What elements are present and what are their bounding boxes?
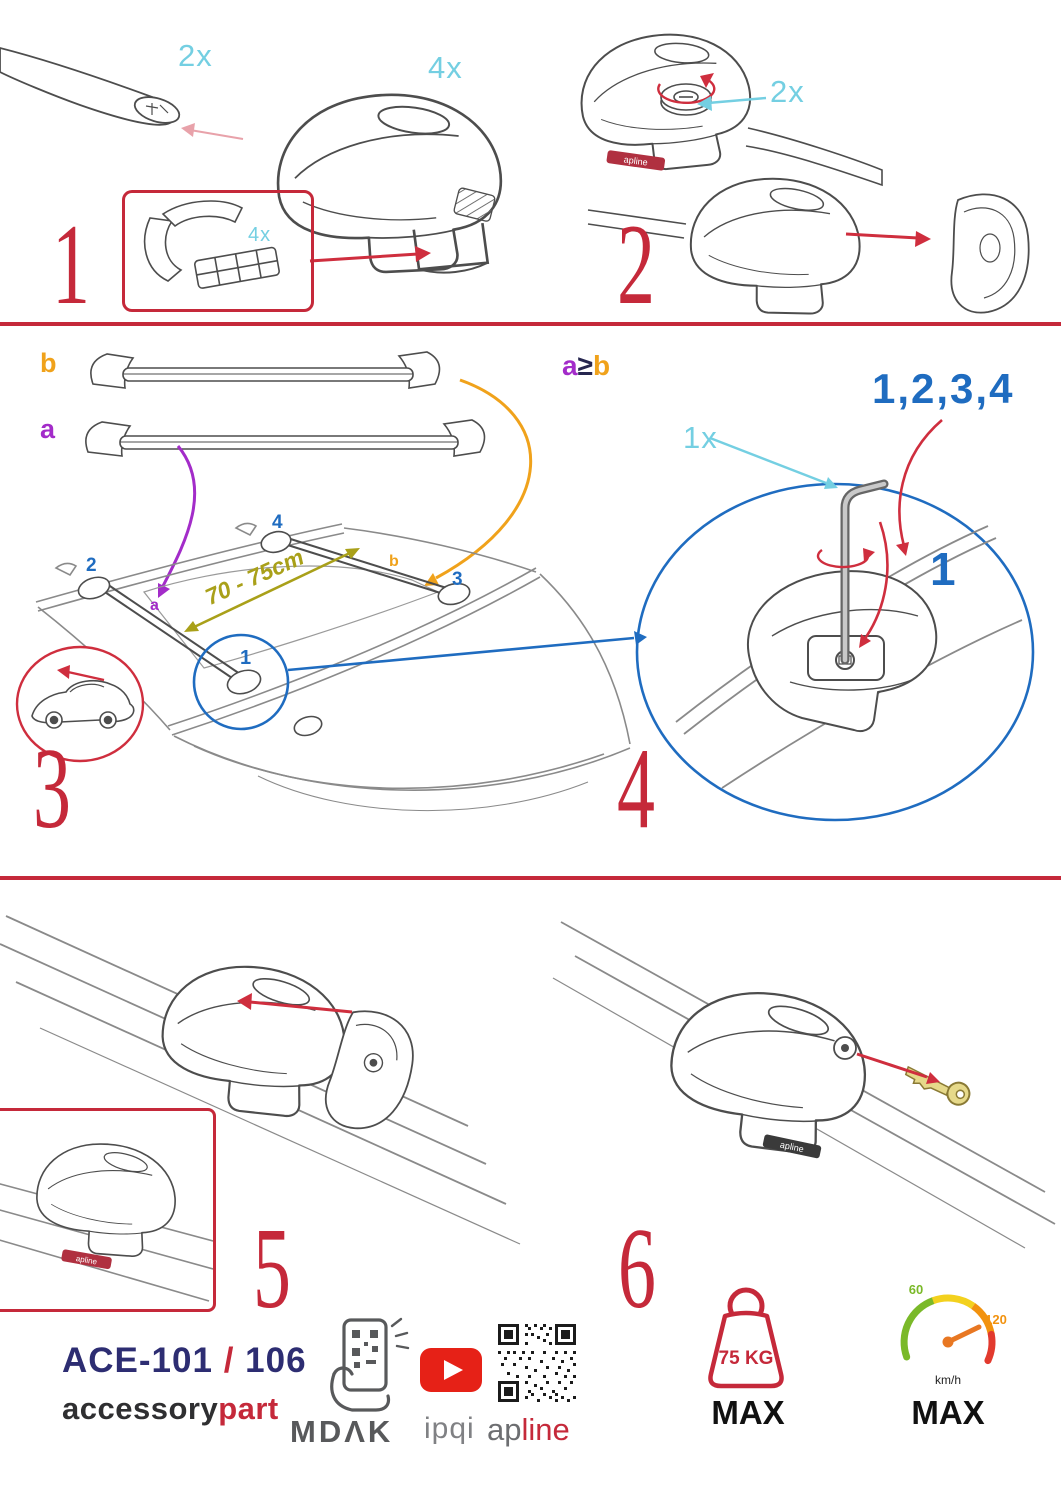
bar-b-label: b [40,348,57,378]
inset-foot-illustration: apline [0,1135,213,1302]
car-direction-inset [15,645,145,763]
brand-band: apline [606,150,666,171]
youtube-icon [420,1348,482,1392]
key-insert-illustration: apline [657,977,971,1166]
step-3-number: 3 [33,725,71,852]
tighten-sequence-label: 1,2,3,4 [872,365,1015,412]
roof-label-a: a [150,597,159,614]
roof-label-b: b [389,553,399,570]
mounted-feet [77,530,471,737]
cover-cap [325,1010,414,1130]
pad-detail-box [122,190,314,312]
phone-qr-scan-icon [330,1317,410,1412]
brand-band: apline [61,1249,112,1270]
key-insert-arrow [856,1052,940,1084]
position-1-highlight-circle [192,633,290,731]
apline-red: line [521,1412,570,1447]
apline-brand-on-foot: apline [75,1254,98,1267]
condition-a: a [562,350,578,381]
accessorypart-red: part [218,1391,279,1426]
cap-slide-arrow [845,231,931,247]
step-1-number: 1 [52,201,90,328]
crossbar-illustration [0,47,181,126]
apline-logo: apline [487,1414,570,1445]
condition-b: b [592,350,611,381]
knob-rotate-arrow [657,78,716,105]
speed-unit-label: km/h [935,1373,961,1387]
step-5-number: 5 [253,1205,291,1332]
brand-band: apline [762,1134,822,1159]
speed-low-label: 60 [909,1282,923,1297]
accessorypart-black: accessory [62,1391,219,1426]
key-rotate-arrow [816,549,870,569]
detail-zoom-circle [635,482,1035,822]
step3-illustration [15,351,647,812]
speedometer-needle [945,1324,982,1345]
roof-pos-3: 3 [452,569,463,590]
knob-qty-label: 2x [770,74,805,109]
apline-brand-on-foot: apline [623,154,648,167]
step2-illustration: apline [577,29,1030,320]
foot-qty-label: 4x [428,50,463,85]
step5-illustration [0,915,521,1245]
qr-code [498,1324,576,1402]
roof-pos-4: 4 [272,512,283,533]
apline-brand-on-foot: apline [779,1139,805,1154]
crossbar-b-illustration [90,351,441,389]
knob-qty-arrow [697,96,767,111]
bar-pointer-arrow [181,123,244,140]
speed-high-label: 120 [985,1312,1007,1327]
ipqi-logo: ipqi [424,1412,475,1445]
model-alt: 106 [245,1341,307,1380]
bar-qty-label: 2x [178,38,213,73]
detail-callout-arrow [287,631,647,672]
foot-cover-illustration [151,952,414,1130]
step4-illustration [635,419,1035,822]
step1-illustration [0,47,503,289]
end-cap [950,193,1030,314]
foot-knob-illustration: apline [577,29,883,187]
weight-limit-value: 75 KG [719,1348,774,1369]
accessorypart-logo: accessorypart [62,1391,279,1426]
tighten-order-arrow [896,419,943,556]
roof-pos-2: 2 [86,555,97,576]
detail-inset-box: apline [0,1108,216,1312]
bar-a-label: a [40,414,56,444]
allen-key-detail-illustration [675,479,1023,789]
speed-max-label: MAX [911,1394,985,1431]
pad-to-foot-arrow [309,246,431,263]
pad-qty-label: 4x [248,224,272,246]
step-6-number: 6 [618,1205,656,1332]
step6-illustration: apline [552,921,1056,1249]
section-divider-2 [0,876,1061,880]
speedometer-icon: 60 120 km/h [900,1282,1007,1387]
tool-qty-label: 1x [683,420,718,455]
step-2-number: 2 [617,201,655,328]
model-prefix: ACE-101 [62,1341,213,1380]
model-number: ACE-101 / 106 [62,1341,307,1381]
start-position-label: 1 [930,543,956,595]
pad-clamp-illustration [143,200,280,289]
key-insert-arrow [862,521,889,641]
mdak-logo: MDΛK [290,1414,394,1449]
crossbar-a-illustration [85,419,486,457]
roof-pos-1: 1 [240,647,252,669]
section-divider-1 [0,322,1061,326]
bar-a-position-arrow [158,445,197,593]
foot-endcap-illustration [587,172,1030,320]
distance-arrow [184,548,360,632]
condition-gte: ≥ [577,350,593,381]
tool-qty-arrow [709,436,838,489]
step-4-number: 4 [617,725,655,852]
weight-max-label: MAX [711,1394,785,1431]
bar-b-position-arrow [435,378,533,580]
apline-gray: ap [487,1412,522,1447]
condition-label: a≥b [562,352,610,380]
model-separator: / [223,1341,235,1380]
weight-limit-icon: 75 KG [708,1287,784,1389]
mounted-crossbars [95,535,454,683]
cover-remove-arrow [237,993,353,1014]
